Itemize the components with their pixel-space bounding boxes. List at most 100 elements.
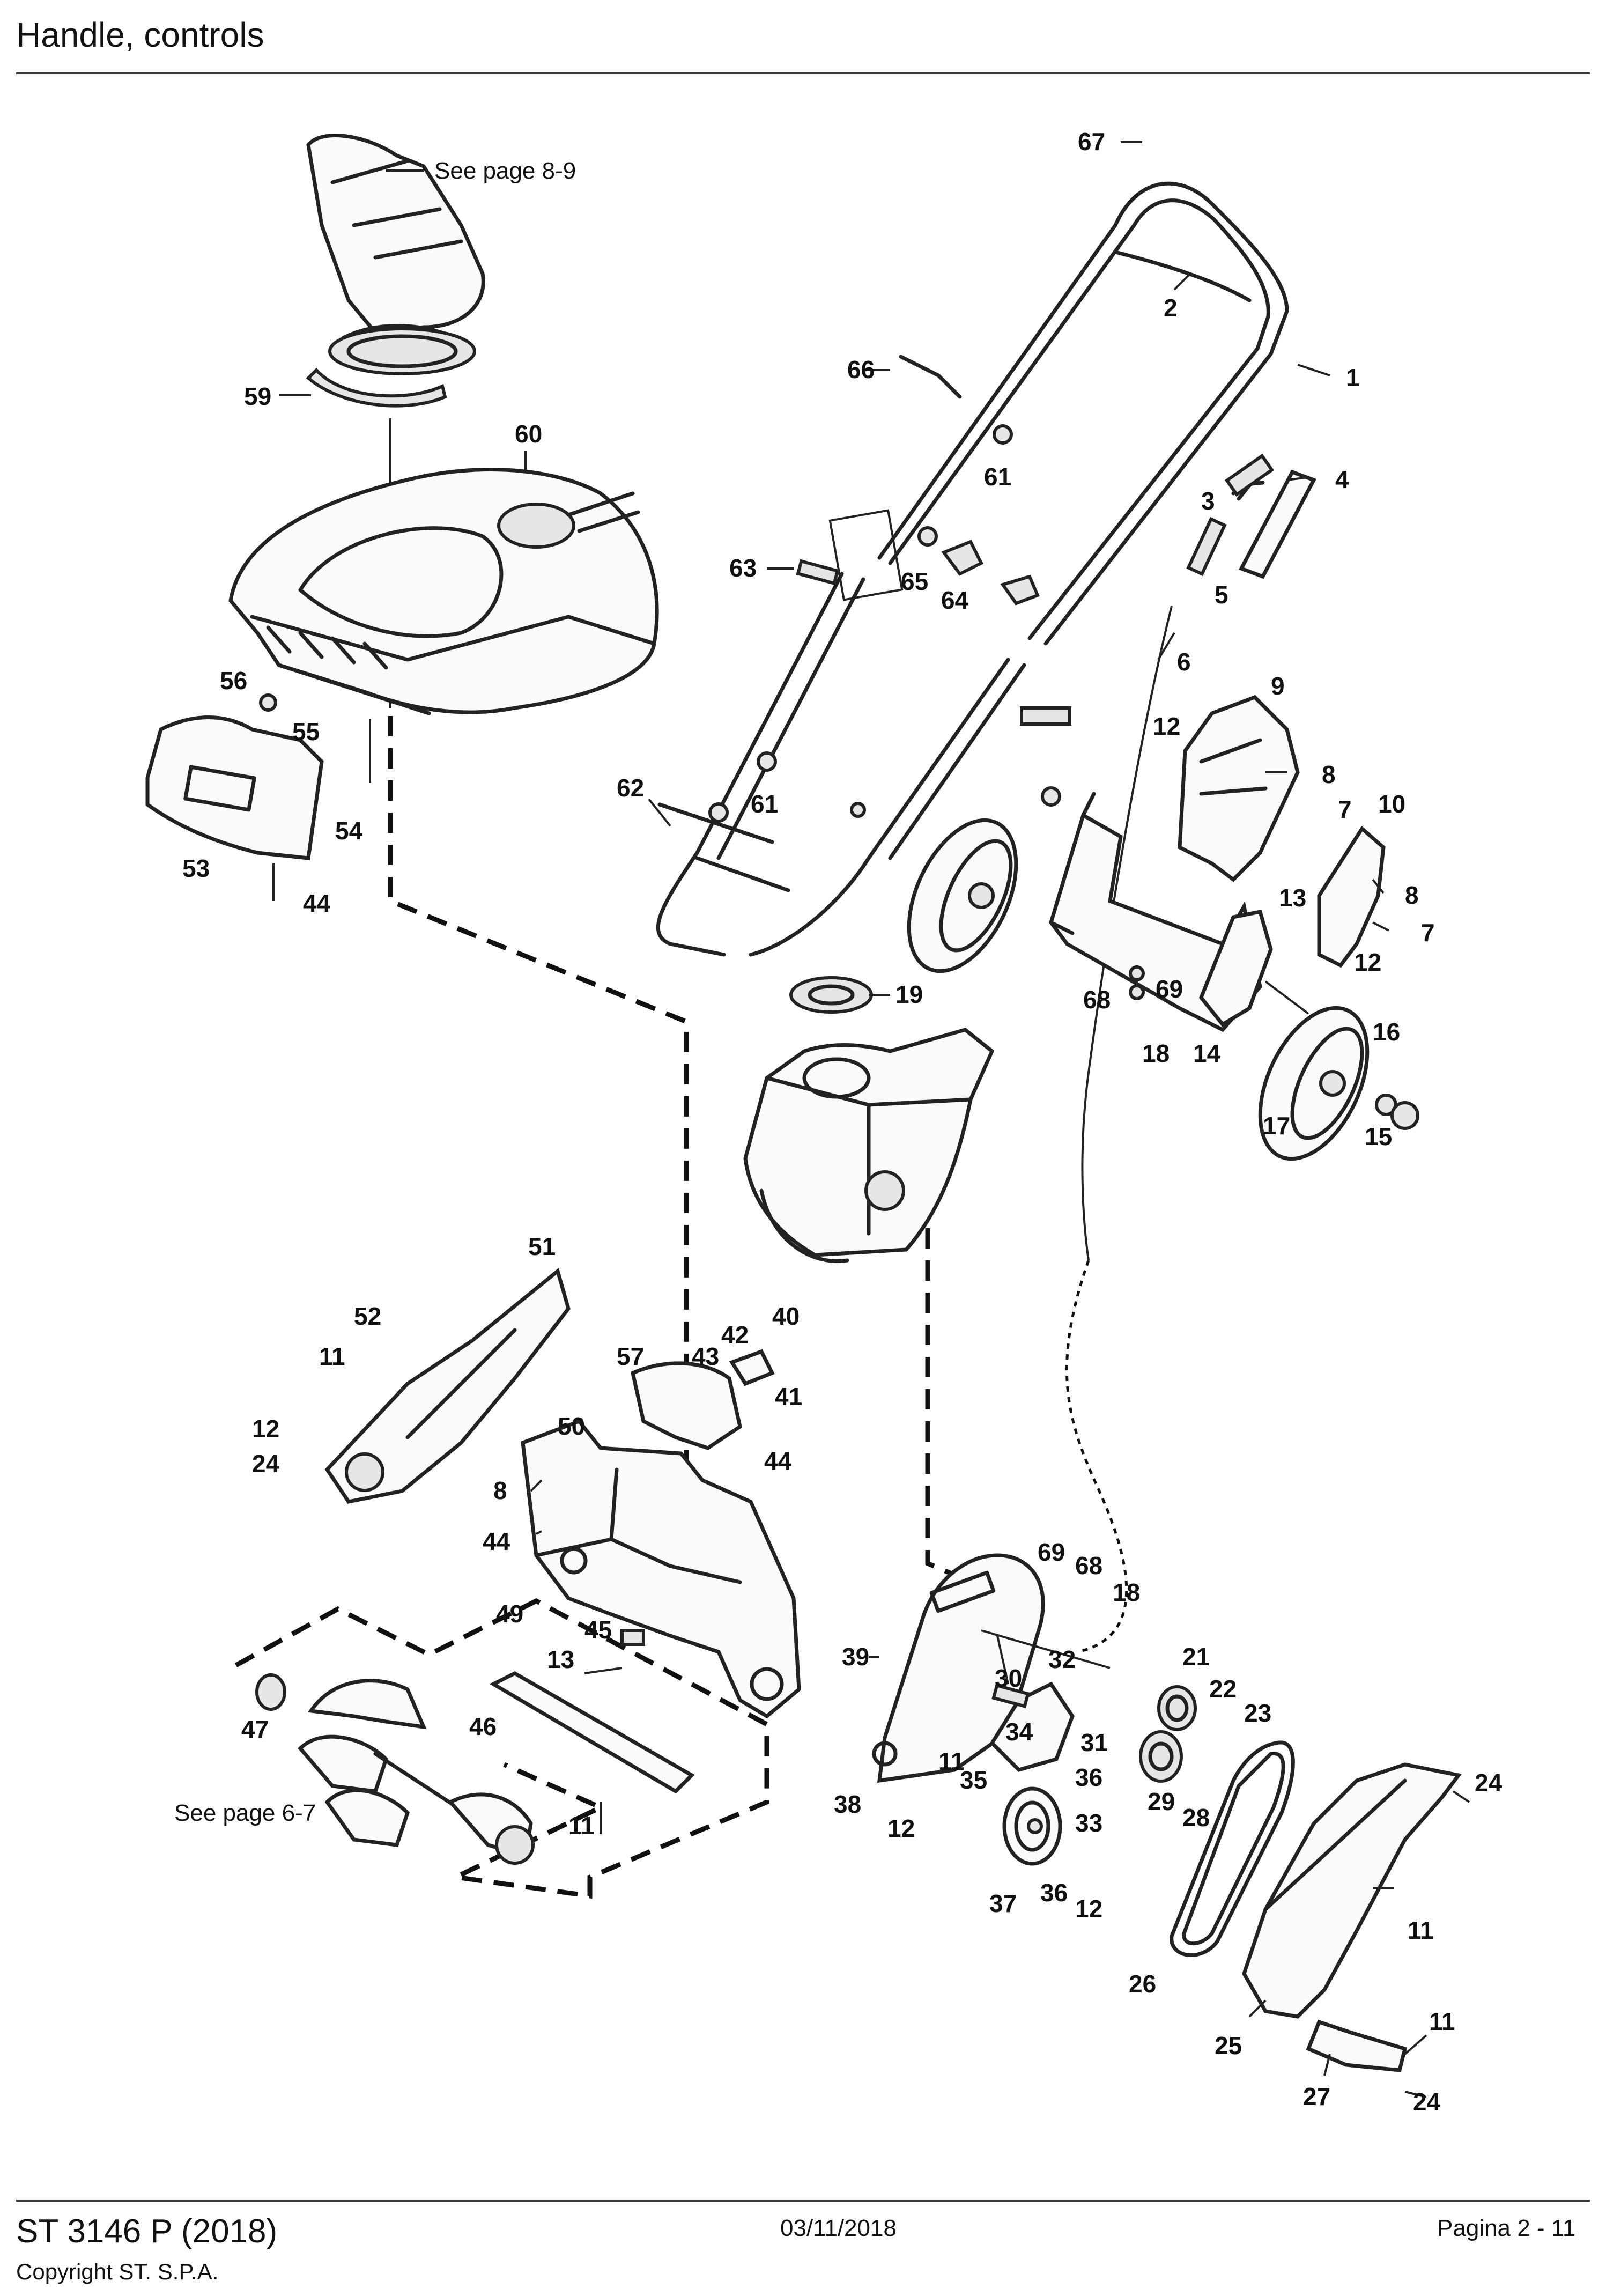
callout-16: 16 bbox=[1373, 1018, 1400, 1046]
callout-12a: 12 bbox=[1153, 712, 1180, 740]
callout-7a: 7 bbox=[1338, 795, 1352, 823]
callout-66: 66 bbox=[847, 356, 875, 383]
callout-3: 3 bbox=[1201, 487, 1215, 515]
callout-12b: 12 bbox=[1354, 948, 1381, 976]
callout-27: 27 bbox=[1303, 2083, 1330, 2110]
callout-8b: 8 bbox=[1405, 881, 1419, 909]
callout-40: 40 bbox=[772, 1302, 800, 1330]
part-14-plate bbox=[1198, 909, 1273, 1027]
discharge-chute bbox=[306, 134, 485, 375]
handle-knobs bbox=[708, 424, 1071, 823]
callout-7b: 7 bbox=[1421, 919, 1435, 947]
callout-8c: 8 bbox=[493, 1476, 507, 1504]
callout-61a: 61 bbox=[984, 463, 1011, 491]
callout-61b: 61 bbox=[751, 790, 778, 818]
part-29-pulley bbox=[1139, 1730, 1183, 1783]
tines-assembly bbox=[298, 1679, 535, 1865]
callout-45: 45 bbox=[584, 1616, 612, 1644]
callout-28: 28 bbox=[1182, 1804, 1210, 1832]
callout-65: 65 bbox=[901, 567, 928, 595]
leader-lines bbox=[279, 141, 1470, 2098]
callout-52: 52 bbox=[354, 1302, 381, 1330]
callout-35: 35 bbox=[960, 1766, 987, 1794]
model-label: ST 3146 P (2018) bbox=[16, 2213, 278, 2250]
page-title: Handle, controls bbox=[16, 16, 264, 54]
part-26-belt bbox=[1170, 1740, 1295, 1957]
callout-19: 19 bbox=[895, 980, 923, 1008]
callout-55: 55 bbox=[292, 718, 320, 745]
callout-25: 25 bbox=[1215, 2032, 1242, 2059]
callout-23: 23 bbox=[1244, 1699, 1271, 1727]
callout-39: 39 bbox=[842, 1643, 869, 1671]
callout-47: 47 bbox=[241, 1715, 269, 1743]
part-9-bracket bbox=[1178, 695, 1300, 882]
engine bbox=[743, 1028, 995, 1263]
page-number: Pagina 2 - 11 bbox=[1437, 2215, 1576, 2241]
callout-34: 34 bbox=[1005, 1718, 1033, 1746]
callout-11c: 11 bbox=[938, 1747, 965, 1775]
part-6-cable bbox=[1081, 606, 1173, 1261]
callout-36a: 36 bbox=[1075, 1763, 1102, 1791]
callout-11a: 11 bbox=[319, 1342, 345, 1370]
wheel-left bbox=[907, 818, 1018, 973]
part-46-bar bbox=[489, 1671, 695, 1794]
callout-13b: 13 bbox=[547, 1645, 574, 1673]
callout-32: 32 bbox=[1048, 1645, 1076, 1673]
callout-31: 31 bbox=[1080, 1729, 1108, 1756]
callout-24c: 24 bbox=[1413, 2088, 1441, 2116]
part-41-plate bbox=[729, 1349, 775, 1386]
callout-15: 15 bbox=[1365, 1123, 1392, 1150]
part-4-grip bbox=[1239, 469, 1316, 579]
callout-5: 5 bbox=[1215, 581, 1228, 609]
callout-36b: 36 bbox=[1040, 1879, 1068, 1907]
callout-11d: 11 bbox=[1408, 1916, 1434, 1944]
part-15-cap bbox=[1390, 1101, 1419, 1130]
part-60-cover bbox=[228, 468, 659, 715]
callout-24a: 24 bbox=[1475, 1769, 1503, 1797]
callout-69a: 69 bbox=[1156, 975, 1183, 1003]
part-51-guard bbox=[324, 1267, 571, 1504]
callout-57: 57 bbox=[617, 1342, 644, 1370]
wheel-right bbox=[1258, 1006, 1370, 1161]
callout-62: 62 bbox=[617, 774, 644, 802]
callout-59: 59 bbox=[244, 382, 271, 410]
callout-21: 21 bbox=[1182, 1643, 1210, 1671]
part-37-pulley bbox=[1002, 1786, 1062, 1866]
connector-dashed-transmission bbox=[925, 1228, 966, 1582]
part-34-spring bbox=[991, 1683, 1030, 1709]
callout-29: 29 bbox=[1148, 1788, 1175, 1815]
callout-2: 2 bbox=[1164, 294, 1178, 322]
part-57-cover bbox=[630, 1361, 742, 1450]
note-see-page-6-7: See page 6-7 bbox=[174, 1800, 316, 1826]
callout-26: 26 bbox=[1129, 1970, 1156, 1998]
callout-24b: 24 bbox=[252, 1450, 280, 1478]
date-label: 03/11/2018 bbox=[780, 2215, 897, 2241]
callout-18a: 18 bbox=[1142, 1039, 1170, 1067]
callout-60: 60 bbox=[515, 420, 542, 448]
callout-56: 56 bbox=[220, 667, 247, 695]
part-25-belt-guard bbox=[1242, 1762, 1462, 2019]
callout-43: 43 bbox=[692, 1342, 719, 1370]
footer-divider bbox=[16, 2200, 1590, 2202]
callout-30: 30 bbox=[995, 1664, 1022, 1692]
callout-13a: 13 bbox=[1279, 884, 1306, 912]
callout-49: 49 bbox=[496, 1600, 523, 1628]
callout-50: 50 bbox=[558, 1412, 585, 1440]
part-45-shim bbox=[620, 1629, 645, 1646]
callout-17: 17 bbox=[1263, 1112, 1290, 1140]
callout-12c: 12 bbox=[252, 1415, 279, 1443]
callout-42: 42 bbox=[721, 1321, 749, 1349]
callout-38: 38 bbox=[834, 1790, 861, 1818]
callout-9: 9 bbox=[1271, 672, 1285, 700]
callout-68a: 68 bbox=[1083, 986, 1111, 1014]
part-5-spring bbox=[1186, 516, 1227, 577]
callout-46: 46 bbox=[469, 1712, 497, 1740]
callout-14: 14 bbox=[1193, 1039, 1221, 1067]
note-see-page-8-9: See page 8-9 bbox=[434, 158, 576, 184]
callout-10: 10 bbox=[1378, 790, 1405, 818]
callout-63: 63 bbox=[729, 554, 757, 582]
callout-22: 22 bbox=[1209, 1675, 1237, 1703]
part-66-clamp bbox=[899, 355, 962, 399]
callout-69b: 69 bbox=[1038, 1538, 1065, 1566]
